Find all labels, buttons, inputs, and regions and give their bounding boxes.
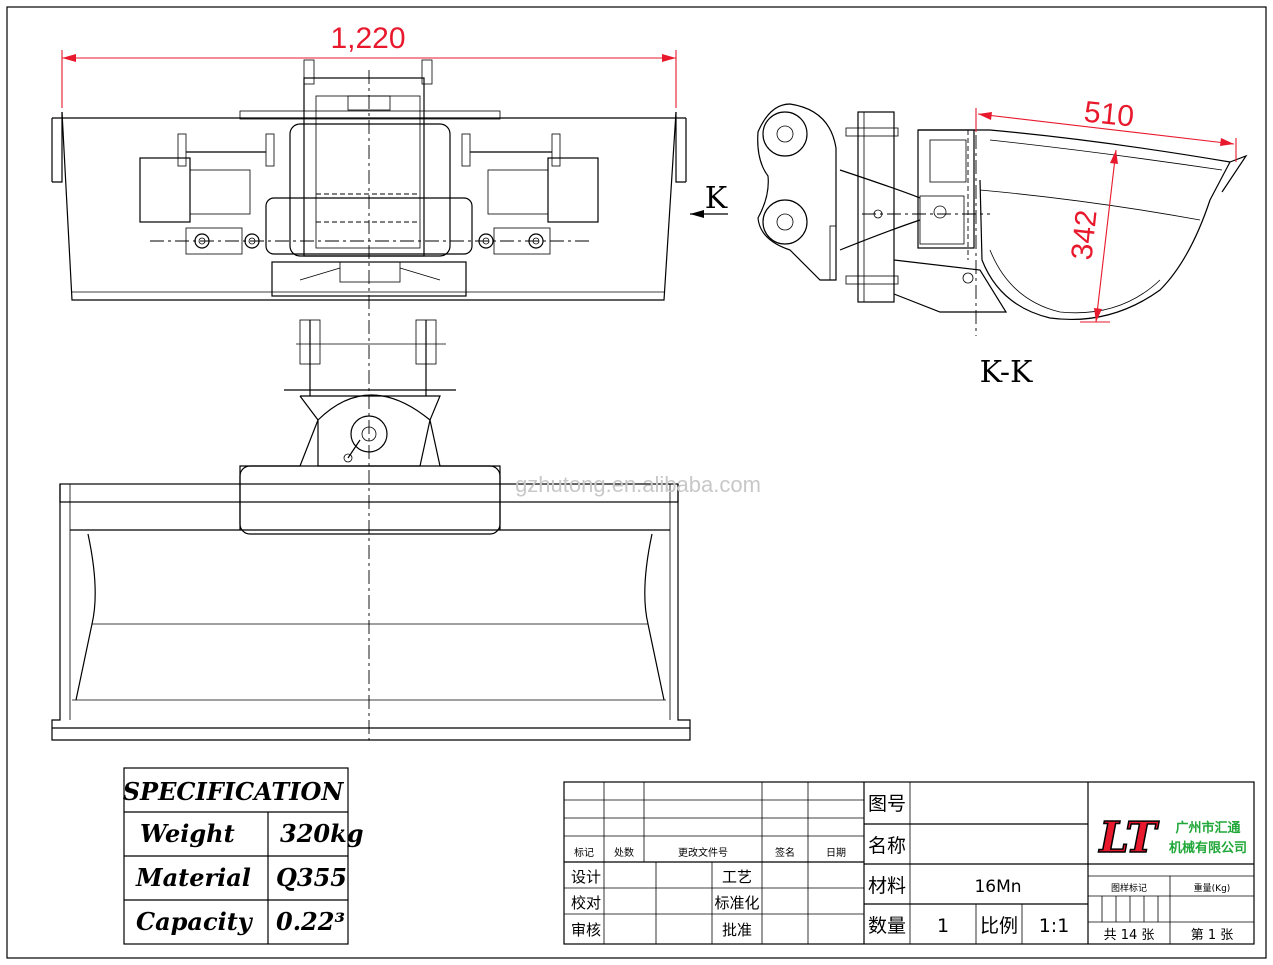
- drawing-no-label: 图号: [868, 793, 906, 815]
- spec-title: SPECIFICATION: [123, 777, 345, 806]
- rev-header-count: 处数: [614, 846, 634, 859]
- specification-table: [123, 767, 349, 945]
- rev-header-sign: 签名: [775, 846, 795, 859]
- sheet-number: 第 1 张: [1191, 928, 1234, 943]
- scale-value: 1:1: [1039, 915, 1070, 937]
- top-view: [51, 59, 687, 301]
- company-name-line1: 广州市汇通: [1175, 820, 1240, 836]
- rev-header-file: 更改文件号: [678, 846, 728, 859]
- role-check: 校对: [571, 894, 601, 912]
- spec-weight-label: Weight: [140, 819, 235, 848]
- quantity-value: 1: [937, 915, 949, 937]
- stage-label: 图样标记: [1111, 882, 1147, 894]
- role-design: 设计: [571, 868, 601, 886]
- material-label: 材料: [868, 875, 906, 897]
- spec-material-value: Q355: [276, 863, 347, 892]
- material-value: 16Mn: [974, 877, 1021, 897]
- quantity-label: 数量: [868, 915, 906, 937]
- spec-weight-value: 320kg: [280, 819, 364, 848]
- watermark: gzhutong.en.alibaba.com: [515, 472, 761, 497]
- front-view: [51, 319, 691, 741]
- view-label-k: K: [705, 181, 728, 216]
- rev-header-date: 日期: [826, 847, 846, 859]
- dimension-height: [1080, 149, 1118, 323]
- dimension-length: [975, 108, 1237, 162]
- sheet-border: [6, 6, 1267, 959]
- dimension-width: [61, 50, 677, 108]
- company-logo-icon: LT: [1098, 813, 1159, 862]
- role-process: 工艺: [722, 868, 752, 886]
- rev-header-mark: 标记: [574, 847, 594, 859]
- section-label: K-K: [980, 355, 1033, 390]
- dimension-width-text: 1,220: [330, 22, 405, 55]
- weight-label: 重量(Kg): [1194, 882, 1231, 894]
- side-view: [757, 103, 1248, 336]
- role-approve: 批准: [722, 921, 752, 939]
- scale-label: 比例: [980, 915, 1018, 937]
- title-block: [563, 781, 1255, 945]
- role-standard: 标准化: [714, 894, 759, 912]
- role-review: 审核: [571, 921, 601, 939]
- spec-capacity-label: Capacity: [136, 907, 254, 936]
- name-label: 名称: [868, 835, 906, 857]
- spec-capacity-value: 0.22³: [276, 907, 345, 936]
- dimension-length-text: 510: [1082, 96, 1135, 134]
- company-name-line2: 机械有限公司: [1169, 840, 1247, 856]
- dimension-height-text: 342: [1066, 208, 1104, 261]
- total-sheets: 共 14 张: [1104, 928, 1155, 943]
- spec-material-label: Material: [135, 863, 251, 892]
